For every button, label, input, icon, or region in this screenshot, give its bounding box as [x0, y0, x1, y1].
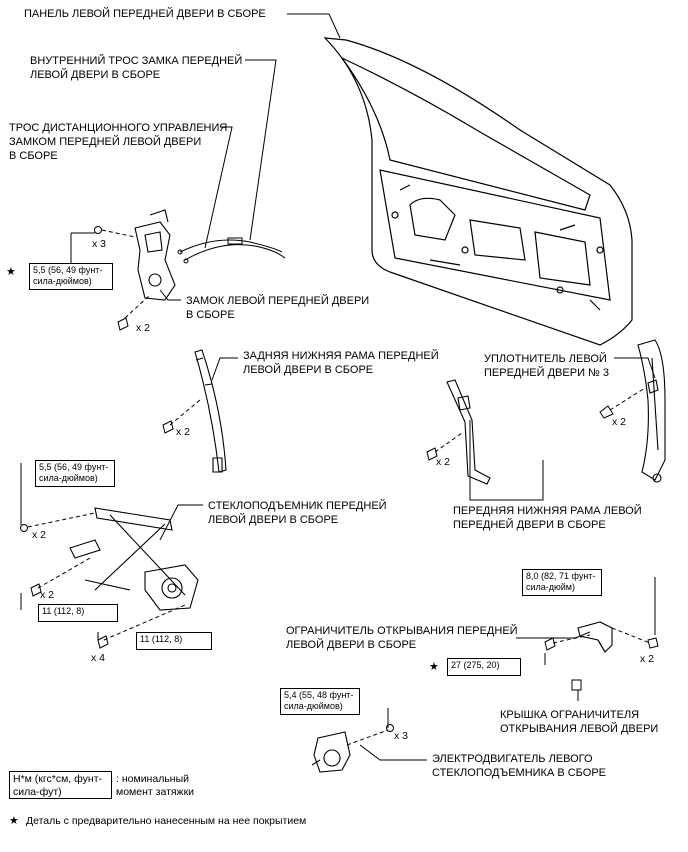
label-window-regulator: СТЕКЛОПОДЪЕМНИК ПЕРЕДНЕЙ ЛЕВОЙ ДВЕРИ В С…	[208, 500, 387, 526]
leader-weatherstrip	[614, 357, 656, 379]
qty-weatherstrip: x 2	[612, 416, 627, 428]
leader-remote-cable	[204, 126, 233, 249]
label-door-check-cover: КРЫШКА ОГРАНИЧИТЕЛЯ ОТКРЫВАНИЯ ЛЕВОЙ ДВЕ…	[500, 709, 659, 735]
leader-rear-frame	[211, 357, 238, 381]
qty-motor-screw: x 3	[394, 730, 409, 742]
bolt-icon	[426, 447, 438, 461]
torque-check-nut: 8,0 (82, 71 фунт- сила-дюйм)	[522, 569, 602, 596]
weatherstrip-drawing	[637, 339, 666, 483]
front-lower-frame-drawing	[446, 379, 491, 485]
bolt-icon	[97, 635, 109, 649]
leader-regulator	[159, 504, 203, 541]
label-front-lower-frame: ПЕРЕДНЯЯ НИЖНЯЯ РАМА ЛЕВОЙ ПЕРЕДНЕЙ ДВЕР…	[453, 505, 642, 531]
torque-motor-screw: 5,4 (55, 48 фунт- сила-дюймов)	[280, 688, 360, 715]
door-panel-drawing	[323, 37, 633, 346]
qty-check-nut: x 2	[640, 653, 655, 665]
qty-regulator-top: x 2	[32, 529, 47, 541]
coated-part-star: ★	[6, 266, 16, 278]
qty-lock-screw: x 3	[92, 238, 107, 250]
qty-lock-bolt: x 2	[136, 322, 151, 334]
leader-door-lock	[159, 289, 181, 301]
label-regulator-motor: ЭЛЕКТРОДВИГАТЕЛЬ ЛЕВОГО СТЕКЛОПОДЪЕМНИКА…	[432, 753, 607, 779]
screw-icon	[20, 524, 28, 532]
door-check-drawing	[577, 621, 613, 653]
rear-lower-frame-drawing	[194, 349, 227, 473]
nut-icon	[647, 637, 659, 649]
label-door-check: ОГРАНИЧИТЕЛЬ ОТКРЫВАНИЯ ПЕРЕДНЕЙ ЛЕВОЙ Д…	[286, 625, 518, 651]
leader-inner-cable	[245, 59, 277, 241]
screw-icon	[94, 226, 102, 234]
qty-rear-frame: x 2	[176, 426, 191, 438]
qty-regulator-bolt-a: x 2	[40, 589, 55, 601]
clip-icon	[599, 405, 614, 419]
torque-check-bolt: 27 (275, 20)	[447, 658, 521, 676]
screw-icon	[386, 724, 394, 732]
label-remote-control-cable: ТРОС ДИСТАНЦИОННОГО УПРАВЛЕНИЯ ЗАМКОМ ПЕ…	[9, 122, 228, 162]
legend-unit-description: : номинальный момент затяжки	[116, 773, 195, 798]
bolt-icon	[30, 583, 42, 597]
cap-icon	[571, 679, 582, 691]
legend-unit-box: Н*м (кгс*см, фунт- сила-фут)	[9, 771, 112, 799]
bolt-icon	[162, 420, 174, 434]
torque-regulator-bolt-b: 11 (112, 8)	[136, 632, 212, 650]
label-door-lock: ЗАМОК ЛЕВОЙ ПЕРЕДНЕЙ ДВЕРИ В СБОРЕ	[186, 295, 370, 321]
door-lock-drawing	[134, 209, 176, 301]
leader-front-frame	[469, 420, 544, 501]
label-inner-lock-cable: ВНУТРЕННИЙ ТРОС ЗАМКА ПЕРЕДНЕЙ ЛЕВОЙ ДВЕ…	[30, 55, 243, 81]
leader-motor	[359, 744, 427, 761]
qty-regulator-bolt-b: x 4	[91, 652, 106, 664]
bolt-icon	[544, 637, 556, 651]
cables-drawing	[177, 237, 286, 264]
legend-star-note: Деталь с предварительно нанесенным на не…	[26, 815, 307, 827]
torque-regulator-top: 5,5 (56, 49 фунт- сила-дюймов)	[35, 460, 115, 487]
coated-part-star: ★	[429, 661, 439, 673]
window-regulator-drawing	[69, 507, 199, 611]
label-rear-lower-frame: ЗАДНЯЯ НИЖНЯЯ РАМА ПЕРЕДНЕЙ ЛЕВОЙ ДВЕРИ …	[243, 350, 439, 376]
legend-star-icon: ★	[9, 815, 19, 827]
label-door-panel: ПАНЕЛЬ ЛЕВОЙ ПЕРЕДНЕЙ ДВЕРИ В СБОРЕ	[24, 8, 266, 20]
torque-regulator-bolt-a: 11 (112, 8)	[38, 604, 118, 622]
bolt-icon	[117, 317, 129, 331]
regulator-motor-drawing	[311, 731, 351, 773]
qty-front-frame: x 2	[436, 456, 451, 468]
torque-lock-screw: 5,5 (56, 49 фунт- сила-дюймов)	[29, 263, 113, 290]
leader-door-panel	[287, 13, 341, 39]
label-weatherstrip: УПЛОТНИТЕЛЬ ЛЕВОЙ ПЕРЕДНЕЙ ДВЕРИ № 3	[484, 353, 610, 379]
